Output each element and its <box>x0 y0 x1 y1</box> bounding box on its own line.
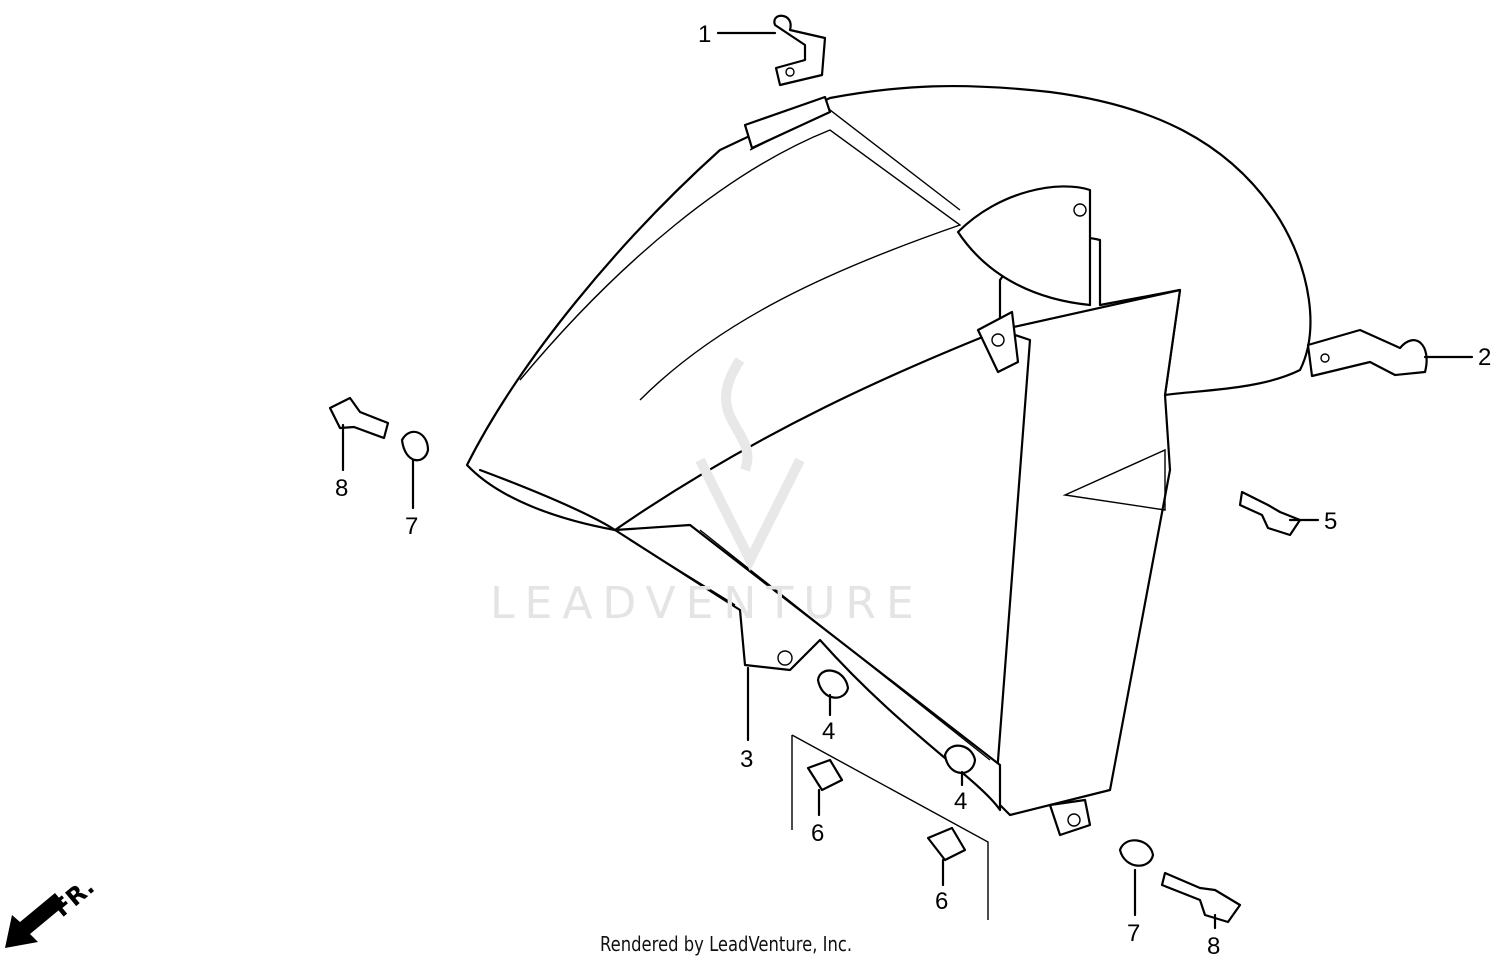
direction-label: FR. <box>48 873 100 923</box>
callout-3: 3 <box>740 746 753 773</box>
callout-4a: 4 <box>822 718 835 745</box>
grommet-4b <box>943 744 977 774</box>
callout-7a: 7 <box>405 513 418 540</box>
grommet-4a <box>816 669 850 699</box>
watermark: LEADVENTURE <box>490 578 924 629</box>
bolt-8a <box>328 396 390 440</box>
bolt-5 <box>1238 490 1302 537</box>
callout-1: 1 <box>698 21 711 48</box>
collar-7b <box>1118 839 1155 867</box>
bolt-8b <box>1160 871 1242 924</box>
callout-7b: 7 <box>1127 920 1140 947</box>
bracket-1 <box>773 14 827 87</box>
callout-6a: 6 <box>811 820 824 847</box>
front-direction-arrow-icon: FR. <box>5 873 100 948</box>
collar-6a <box>806 758 844 792</box>
leader-lines <box>341 31 1474 930</box>
collar-6b <box>926 826 967 862</box>
callout-6b: 6 <box>935 888 948 915</box>
bracket-line <box>791 734 989 920</box>
callout-8b: 8 <box>1207 933 1220 960</box>
collar-7a <box>400 430 430 462</box>
watermark-logo <box>695 357 805 572</box>
credit-text: Rendered by LeadVenture, Inc. <box>600 932 853 956</box>
bracket-2 <box>1306 328 1428 378</box>
callout-2: 2 <box>1478 344 1491 371</box>
callout-4b: 4 <box>954 788 967 815</box>
callout-8a: 8 <box>335 475 348 502</box>
callout-5: 5 <box>1324 508 1337 535</box>
front-fender <box>465 84 1312 837</box>
